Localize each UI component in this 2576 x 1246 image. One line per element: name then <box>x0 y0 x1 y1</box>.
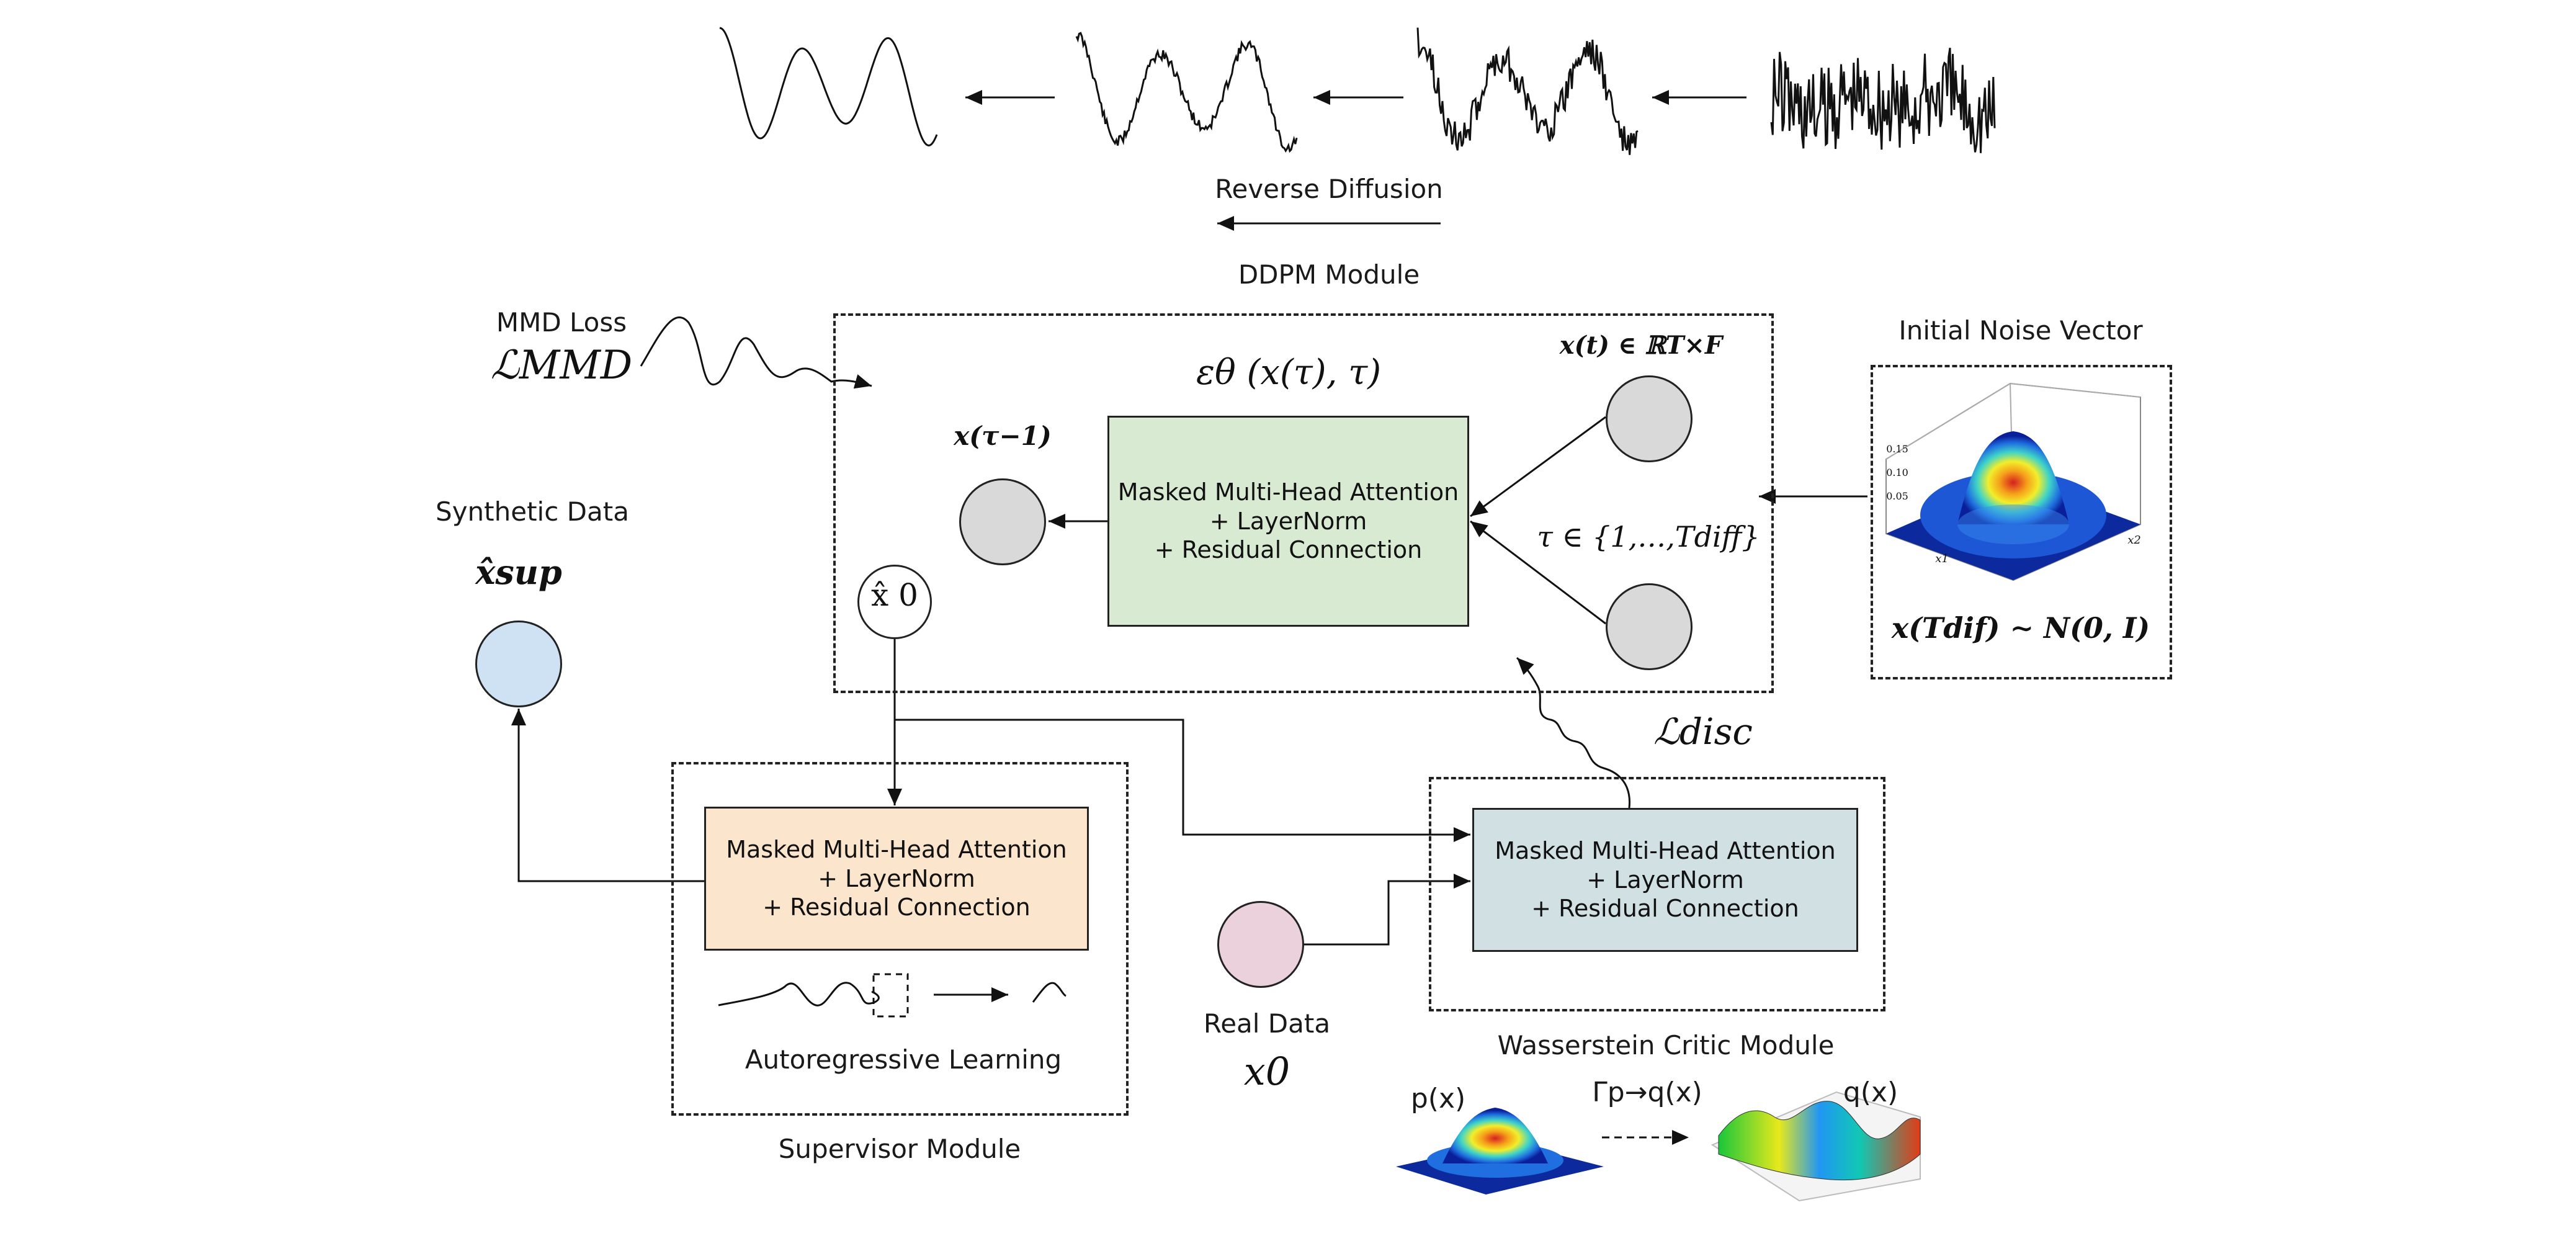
arrow-xt-to-ddpm-block <box>1470 416 1606 518</box>
critic-module-frame <box>1429 777 1885 1011</box>
arrow-supervisor-to-synthetic <box>511 709 704 882</box>
p-distribution-surface <box>1396 1108 1604 1194</box>
noise-signal-curve <box>1770 47 1996 153</box>
mmd-loss-title: MMD Loss <box>496 307 627 338</box>
initial-noise-title: Initial Noise Vector <box>1898 315 2143 346</box>
transport-label: Γp→q(x) <box>1592 1077 1702 1108</box>
autoregressive-masked-step <box>872 973 909 1018</box>
x-tau-minus-1-node <box>959 478 1046 565</box>
ddpm-module-label: DDPM Module <box>1238 259 1420 290</box>
noise-surface-plot <box>1885 382 2141 581</box>
supervisor-attention-block: Masked Multi-Head Attention + LayerNorm … <box>704 807 1089 951</box>
ddpm-module-frame <box>833 313 1774 693</box>
synthetic-data-node <box>475 621 562 707</box>
ddpm-block-line-1: Masked Multi-Head Attention <box>1117 478 1459 506</box>
ddpm-block-line-3: + Residual Connection <box>1154 536 1423 564</box>
autoregressive-next-step-curve <box>1032 982 1067 1003</box>
real-data-node <box>1217 901 1304 988</box>
tau-node <box>1606 583 1693 670</box>
supervisor-module-title: Supervisor Module <box>778 1134 1021 1164</box>
critic-module-title: Wasserstein Critic Module <box>1497 1030 1835 1060</box>
synthetic-data-symbol: x̂sup <box>475 552 562 592</box>
critic-block-line-2: + LayerNorm <box>1586 866 1744 894</box>
q-distribution-surface <box>1711 1091 1921 1202</box>
clean-signal-curve <box>719 27 938 147</box>
x-tau-minus-1-label: x(τ−1) <box>954 421 1052 451</box>
initial-noise-frame <box>1871 365 2172 679</box>
ddpm-attention-block: Masked Multi-Head Attention + LayerNorm … <box>1107 416 1469 627</box>
supervisor-block-line-1: Masked Multi-Head Attention <box>726 836 1067 864</box>
mmd-loss-symbol: ℒMMD <box>490 343 633 388</box>
noise-z-tick-2: 0.05 <box>1886 490 1908 502</box>
autoregressive-learning-label: Autoregressive Learning <box>745 1044 1062 1075</box>
critic-block-line-3: + Residual Connection <box>1531 895 1799 923</box>
noise-distribution-label: x(Tdif) ∼ N(0, I) <box>1891 611 2150 645</box>
real-data-title: Real Data <box>1203 1008 1331 1039</box>
ddpm-block-line-2: + LayerNorm <box>1209 507 1367 535</box>
denoising-signal-curve-2 <box>1075 32 1298 153</box>
noise-x-axis-label: x1 <box>1935 552 1949 565</box>
synthetic-data-title: Synthetic Data <box>436 496 629 527</box>
noise-z-tick-1: 0.10 <box>1886 467 1908 478</box>
critic-attention-block: Masked Multi-Head Attention + LayerNorm … <box>1472 808 1858 952</box>
p-distribution-label: p(x) <box>1410 1083 1466 1114</box>
arrow-x0hat-to-critic <box>895 719 1470 842</box>
noise-y-axis-label: x2 <box>2127 534 2141 547</box>
supervisor-block-line-2: + LayerNorm <box>818 864 975 892</box>
q-distribution-label: q(x) <box>1843 1077 1898 1108</box>
supervisor-module-frame <box>671 762 1129 1116</box>
real-data-symbol: x0 <box>1243 1049 1290 1094</box>
tau-label: τ ∈ {1,…,Tdiff} <box>1537 520 1760 554</box>
denoising-signal-curve-3 <box>1416 27 1639 155</box>
x-t-label: x(t) ∈ ℝT×F <box>1559 331 1723 360</box>
x-t-node <box>1606 375 1693 462</box>
noise-z-tick-0: 0.15 <box>1886 443 1908 455</box>
x0-hat-label: x̂ 0 <box>871 577 918 613</box>
disc-loss-squiggle <box>1516 657 1630 809</box>
reverse-diffusion-label: Reverse Diffusion <box>1215 174 1443 204</box>
arrow-tau-to-ddpm-block <box>1470 520 1606 625</box>
epsilon-theta-expression: εθ (x(τ), τ) <box>1196 352 1382 393</box>
x0-hat-node <box>857 565 932 639</box>
critic-block-line-1: Masked Multi-Head Attention <box>1495 837 1836 865</box>
disc-loss-symbol: ℒdisc <box>1653 710 1753 753</box>
autoregressive-sequence-curve <box>718 982 880 1006</box>
mmd-loss-squiggle <box>640 316 872 389</box>
supervisor-block-line-3: + Residual Connection <box>763 894 1031 921</box>
